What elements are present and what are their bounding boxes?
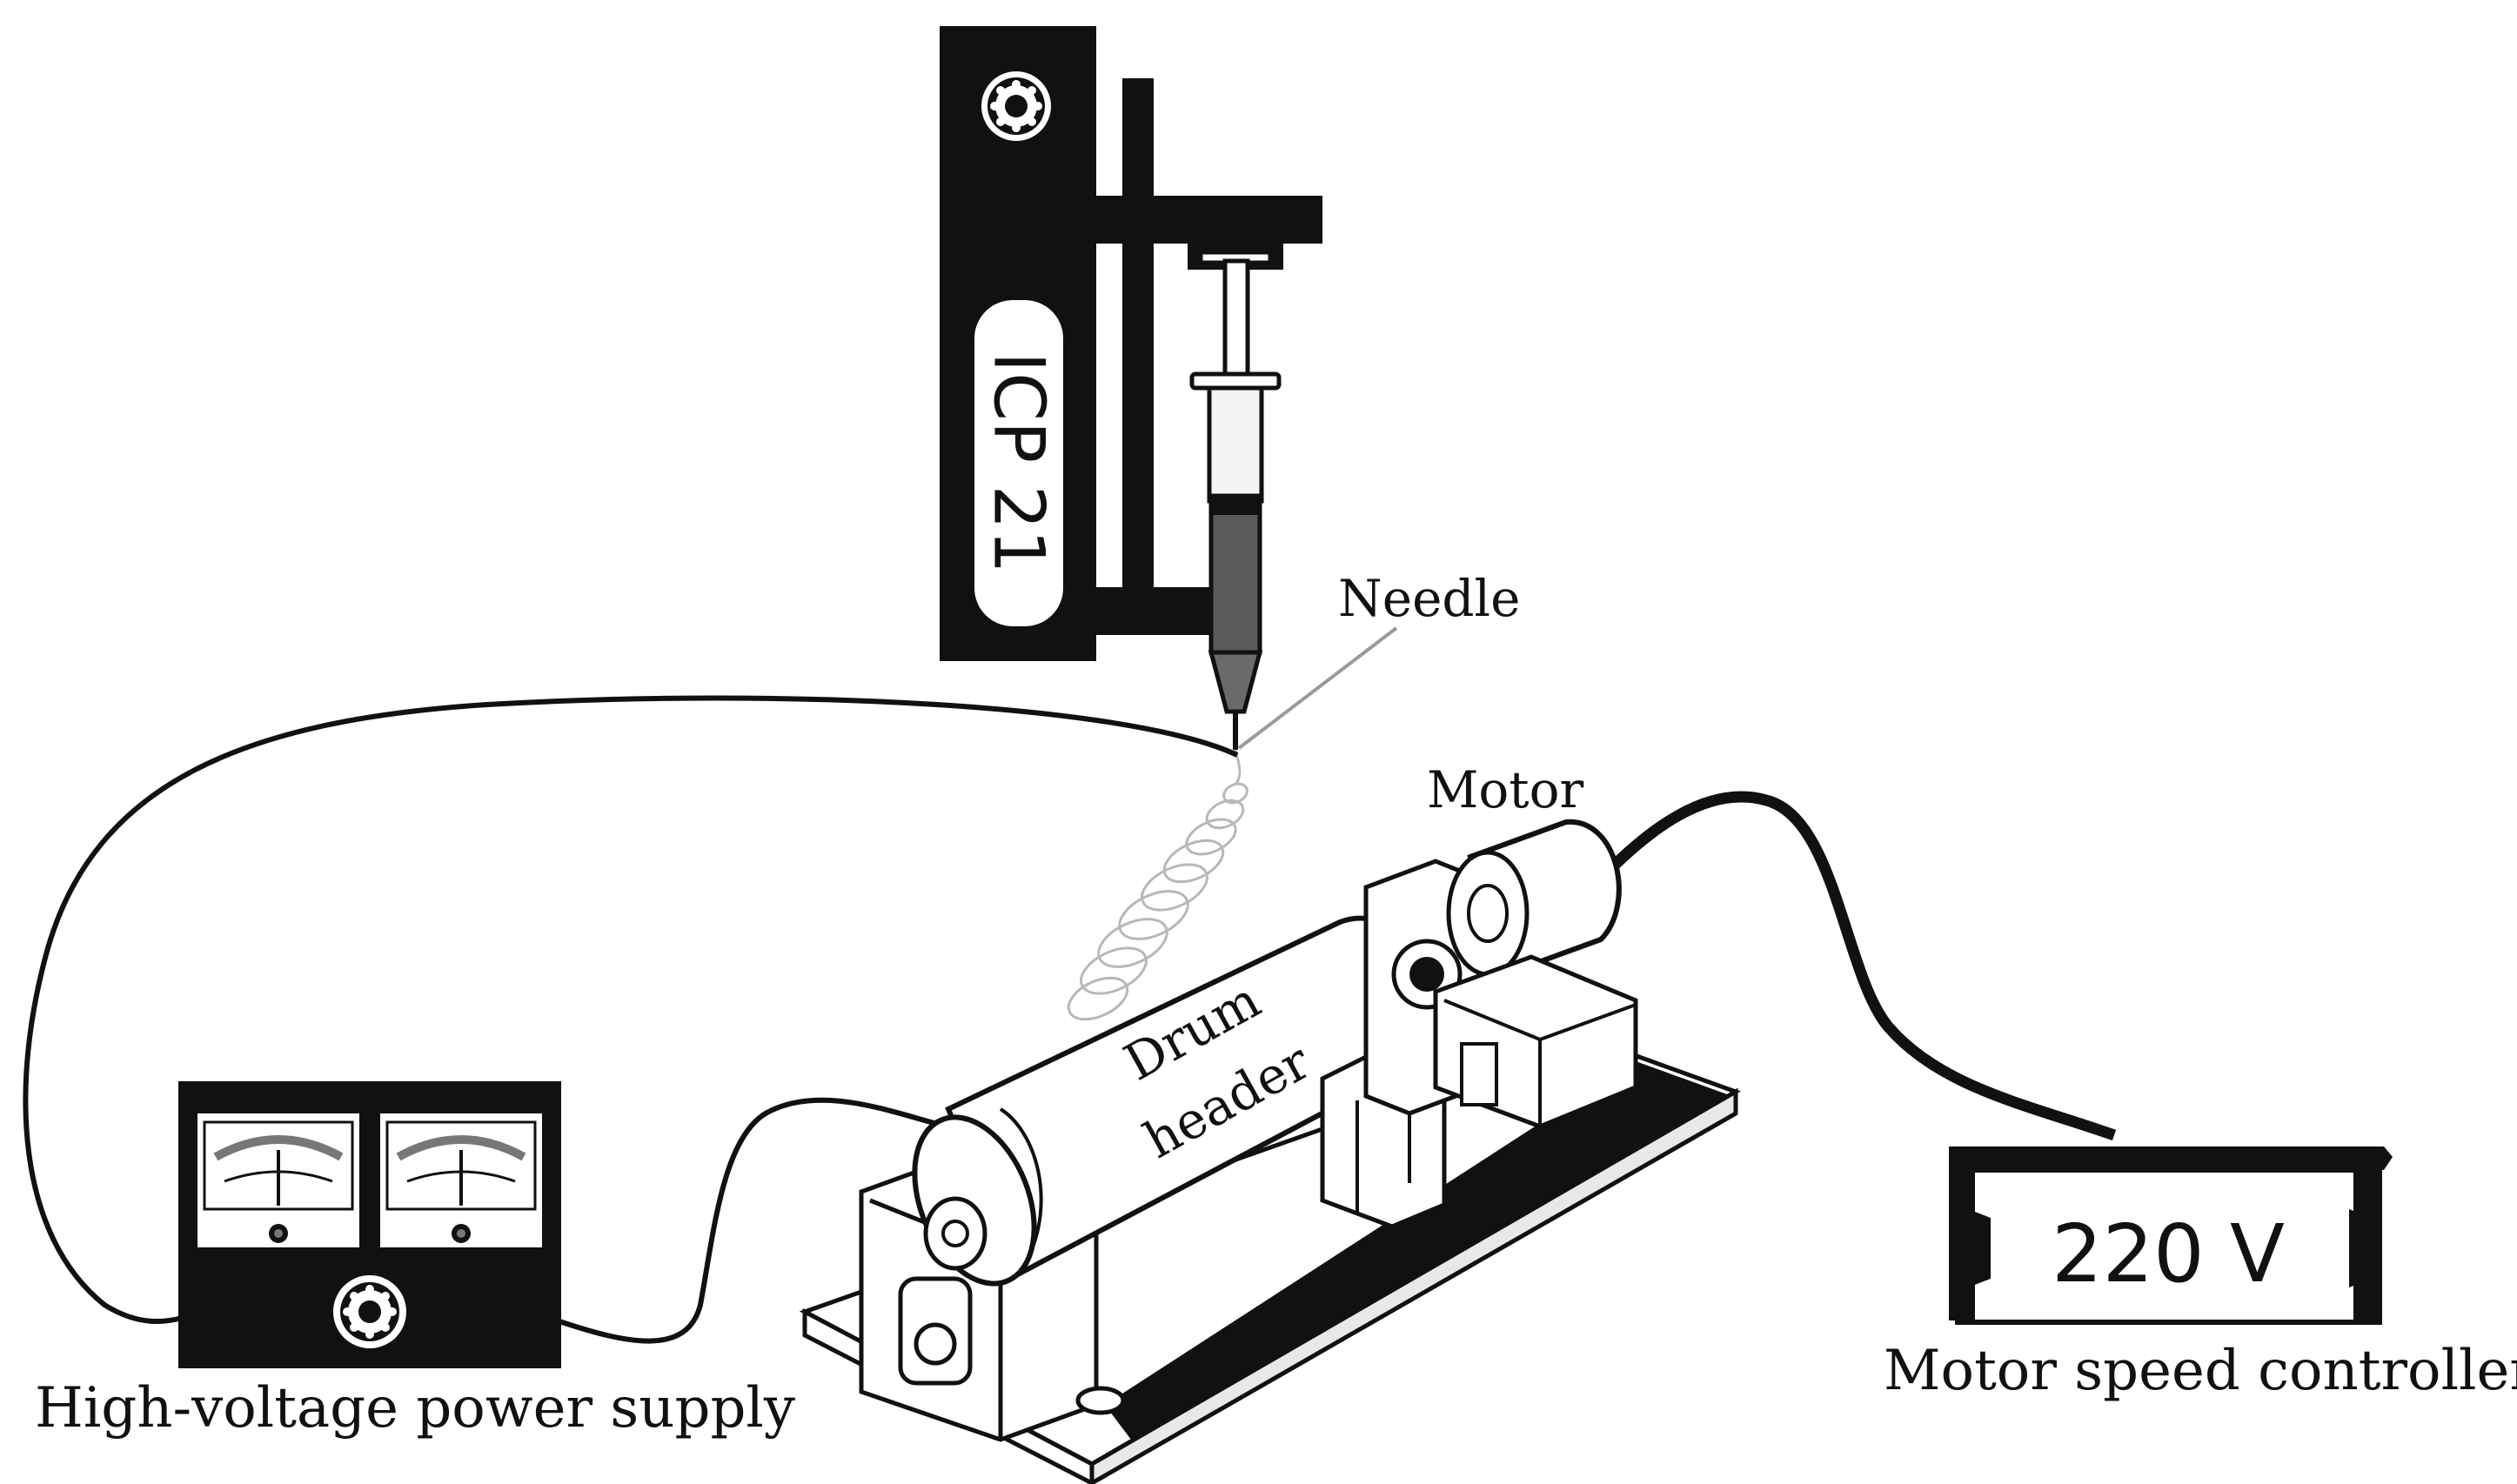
- needle-leader-line: [1237, 626, 1398, 750]
- controller-display: [1955, 1167, 2382, 1325]
- pump-label-panel: [974, 300, 1063, 626]
- current-meter-icon: [377, 1110, 546, 1251]
- pump-rail: [1122, 78, 1154, 635]
- controller-voltage: 220 V: [2052, 1207, 2285, 1300]
- motor-label: Motor: [1427, 760, 1584, 819]
- pump-label: ICP 21: [979, 352, 1060, 574]
- syringe-pump: ICP 21: [940, 26, 1322, 661]
- power-supply-label: High-voltage power supply: [35, 1376, 795, 1441]
- controller-label: Motor speed controller: [1884, 1339, 2517, 1403]
- pump-foot: [1092, 587, 1214, 635]
- voltage-meter-icon: [194, 1110, 363, 1251]
- drum-wire: [556, 1097, 962, 1344]
- motor-speed-controller: 220 V: [1949, 1146, 2393, 1325]
- base-plate-dark-strip: [1105, 1061, 1727, 1440]
- pump-crossbar: [1092, 196, 1322, 244]
- pump-bearing-icon: [981, 71, 1051, 141]
- needle-wire: [23, 695, 1239, 1325]
- power-supply-bearing-icon: [333, 1275, 406, 1348]
- high-voltage-power-supply: [178, 1081, 561, 1368]
- motor: [1363, 819, 1638, 1129]
- controller-wire: [1603, 791, 2117, 1141]
- syringe-solution: [1208, 493, 1262, 655]
- fiber-jet: [1067, 749, 1248, 1021]
- drum-collector: Drum header: [859, 915, 1467, 1442]
- needle-label: Needle: [1338, 569, 1520, 628]
- syringe: [1189, 250, 1282, 750]
